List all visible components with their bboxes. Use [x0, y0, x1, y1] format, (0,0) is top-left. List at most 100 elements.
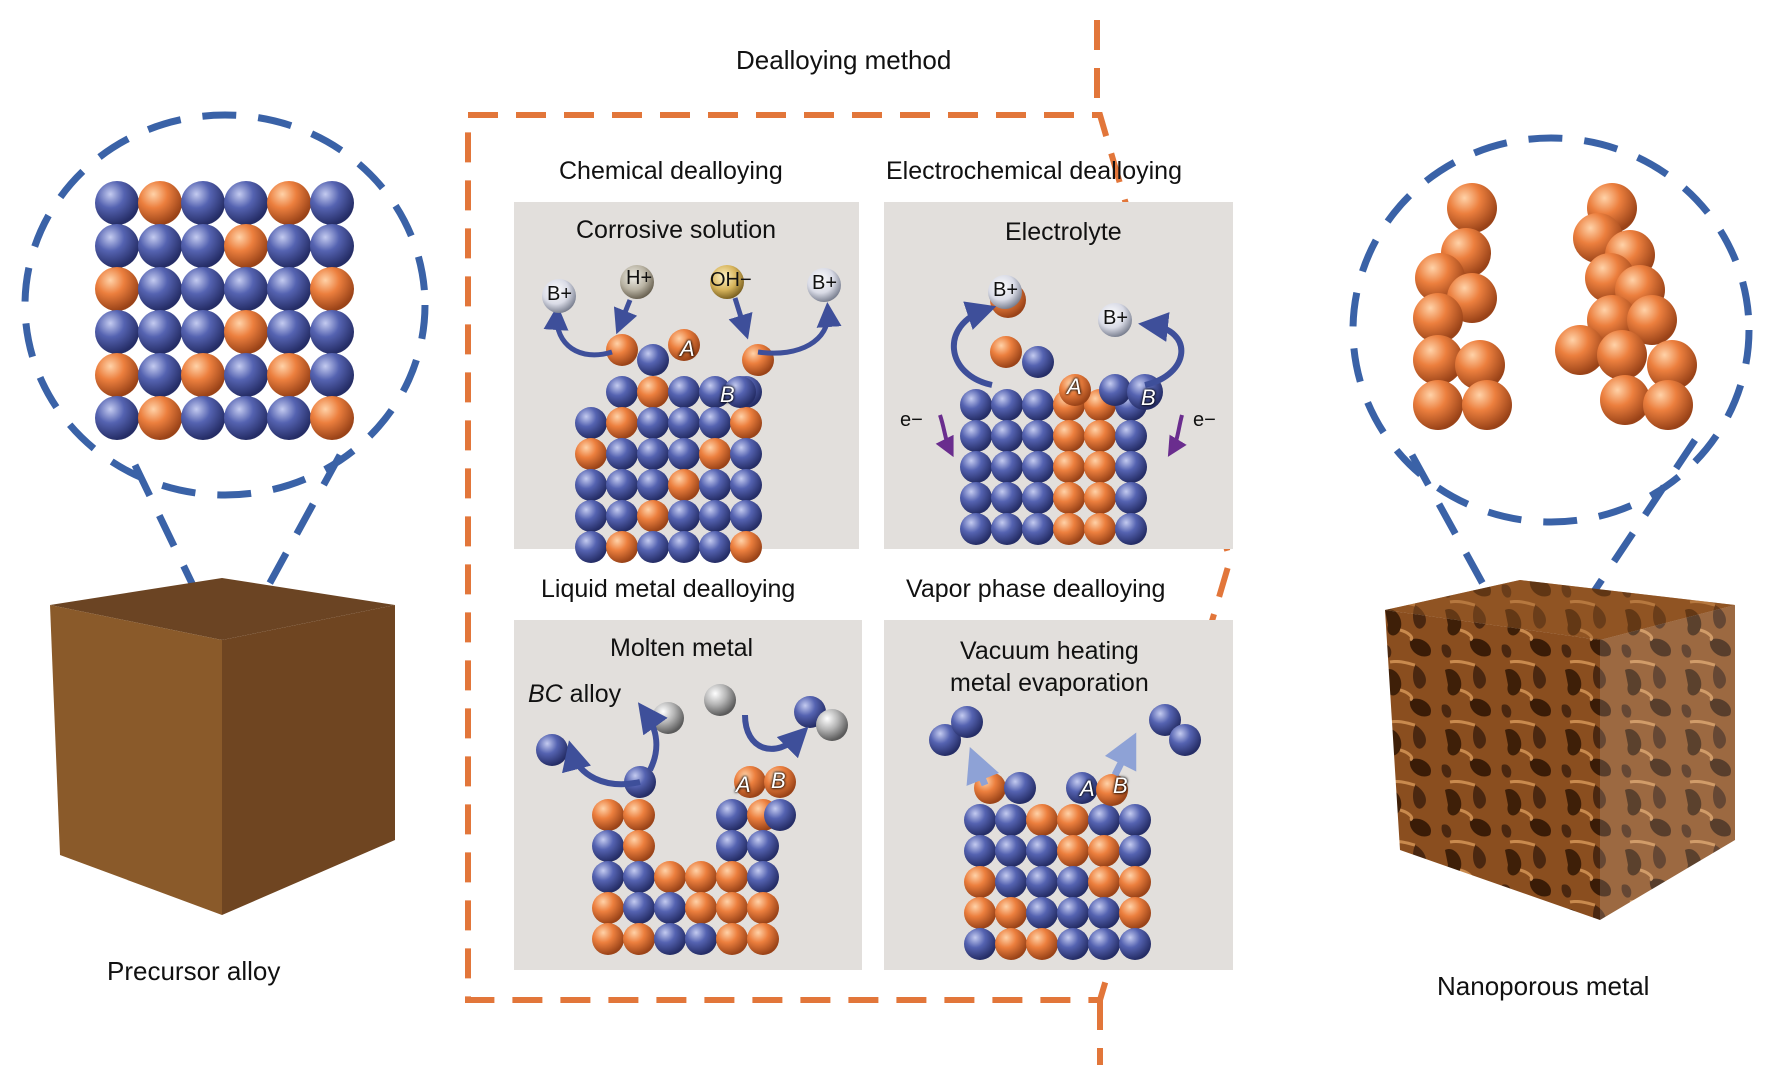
- b-atom: [668, 438, 700, 470]
- a-atom: [716, 861, 748, 893]
- a-atom: [1627, 295, 1677, 345]
- b-atom: [637, 344, 669, 376]
- b-atom: [592, 830, 624, 862]
- b-atom: [1022, 346, 1054, 378]
- b-atom: [960, 451, 992, 483]
- b-atom: [623, 892, 655, 924]
- b-atom: [991, 513, 1023, 545]
- b-atom: [929, 724, 961, 756]
- precursor-zoom-line-left: [131, 463, 204, 602]
- a-atom: [1053, 451, 1085, 483]
- a-atom: [1057, 835, 1089, 867]
- a-atom: [964, 897, 996, 929]
- b-atom: [138, 310, 182, 354]
- a-atom: [730, 531, 762, 563]
- liquid-metal-panel: [514, 620, 862, 970]
- electrochemical-arrows: [935, 301, 1187, 458]
- b-atom: [964, 835, 996, 867]
- b-atom: [1088, 804, 1120, 836]
- b-atom: [637, 438, 669, 470]
- a-atom: [685, 892, 717, 924]
- nanoporous-atom-clusters: [1413, 183, 1697, 430]
- vapor-arrows: [966, 732, 1137, 787]
- c-atom: [816, 709, 848, 741]
- a-atom: [1059, 374, 1091, 406]
- a-atom: [716, 892, 748, 924]
- ion-bubble-icon: [1098, 303, 1132, 337]
- a-atom: [1413, 335, 1463, 385]
- a-atom: [606, 531, 638, 563]
- a-atom: [1643, 380, 1693, 430]
- a-atom: [267, 181, 311, 225]
- b-atom: [1057, 866, 1089, 898]
- b-atom: [224, 353, 268, 397]
- a-atom: [1462, 380, 1512, 430]
- b-atom: [310, 181, 354, 225]
- b-atom: [1119, 835, 1151, 867]
- b-atom: [138, 267, 182, 311]
- b-atom: [764, 799, 796, 831]
- b-atom: [181, 224, 225, 268]
- b-atom: [699, 469, 731, 501]
- a-atom: [592, 923, 624, 955]
- b-atom: [730, 469, 762, 501]
- a-atom: [716, 923, 748, 955]
- b-atom: [95, 224, 139, 268]
- b-atom: [960, 389, 992, 421]
- atom-label-a-chem: A: [680, 336, 695, 361]
- a-atom: [764, 766, 796, 798]
- b-atom: [1026, 897, 1058, 929]
- b-atom: [606, 469, 638, 501]
- b-atom: [1115, 451, 1147, 483]
- b-atom: [960, 513, 992, 545]
- a-atom: [224, 310, 268, 354]
- atom-label-a-electro: A: [1067, 374, 1082, 399]
- b-atom: [95, 396, 139, 440]
- bc-alloy-label: BC alloy: [528, 679, 621, 710]
- a-atom: [685, 861, 717, 893]
- ion-bubble-icon: [807, 268, 841, 302]
- ion-bubble-icon: [542, 279, 576, 313]
- b-atom: [310, 353, 354, 397]
- a-atom: [990, 336, 1022, 368]
- ion-bubbles: [542, 265, 1132, 337]
- a-atom: [654, 861, 686, 893]
- b-atom: [995, 835, 1027, 867]
- a-atom: [623, 799, 655, 831]
- b-atom: [181, 181, 225, 225]
- precursor-cube: [50, 578, 395, 915]
- b-atom: [267, 310, 311, 354]
- a-atom: [1447, 183, 1497, 233]
- b-atom: [1088, 897, 1120, 929]
- b-atom: [747, 830, 779, 862]
- b-atom: [699, 376, 731, 408]
- a-atom: [95, 353, 139, 397]
- b-atom: [699, 531, 731, 563]
- b-atom: [747, 861, 779, 893]
- a-atom: [1026, 804, 1058, 836]
- b-atom: [1099, 374, 1131, 406]
- bc-alloy-rest: alloy: [562, 680, 622, 708]
- a-atom: [1647, 340, 1697, 390]
- b-atom: [181, 310, 225, 354]
- a-atom: [637, 376, 669, 408]
- corrosive-solution-label: Corrosive solution: [576, 216, 777, 244]
- b-atom: [224, 267, 268, 311]
- vacuum-heating-label: Vacuum heating: [960, 637, 1139, 665]
- b-atom: [960, 482, 992, 514]
- chemical-arrows: [543, 297, 842, 358]
- b-atom: [181, 267, 225, 311]
- b-atom: [606, 438, 638, 470]
- b-atom: [267, 224, 311, 268]
- a-atom: [1026, 928, 1058, 960]
- b-atom: [606, 376, 638, 408]
- electrolyte-label: Electrolyte: [1005, 218, 1122, 246]
- a-atom: [637, 500, 669, 532]
- electron-label-2: e−: [1193, 409, 1216, 431]
- a-atom: [1119, 897, 1151, 929]
- a-atom: [95, 267, 139, 311]
- atom-label-b-liquid: B: [771, 768, 786, 793]
- a-atom: [1084, 420, 1116, 452]
- b-atom: [1115, 482, 1147, 514]
